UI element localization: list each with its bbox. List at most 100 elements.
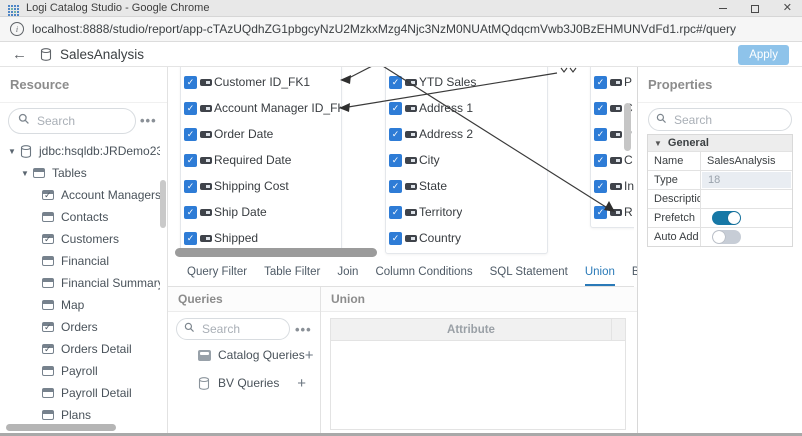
column-checkbox[interactable]: ✓	[594, 153, 607, 167]
column-row-shipped: ✓ Shipped	[181, 225, 341, 251]
tree-item-map[interactable]: Map	[0, 294, 160, 316]
field-icon	[200, 182, 212, 190]
resource-tree: ▼ jdbc:hsqldb:JRDemo2320 ▼Tables✓Account M…	[0, 140, 160, 426]
add-query-button[interactable]: +	[304, 346, 314, 364]
expand-caret-icon[interactable]: ▼	[21, 168, 29, 178]
add-query-button[interactable]: +	[297, 374, 306, 392]
column-checkbox[interactable]: ✓	[184, 127, 197, 141]
resource-vertical-scrollbar[interactable]	[160, 180, 166, 228]
tab-query-filter[interactable]: Query Filter	[187, 266, 248, 278]
page-title: SalesAnalysis	[60, 46, 145, 62]
field-icon	[610, 78, 622, 86]
property-row-prefetch: Prefetch	[648, 208, 792, 227]
column-checkbox[interactable]: ✓	[389, 75, 402, 89]
tree-item-financial[interactable]: Financial	[0, 250, 160, 272]
tree-item-plans[interactable]: Plans	[0, 404, 160, 426]
column-checkbox[interactable]: ✓	[594, 75, 607, 89]
field-icon	[405, 78, 417, 86]
auto-add-toggle[interactable]	[712, 230, 741, 244]
query-group-catalog-queries[interactable]: Catalog Queries+	[168, 343, 320, 367]
back-arrow-button[interactable]: ←	[12, 45, 27, 63]
column-checkbox[interactable]: ✓	[389, 127, 402, 141]
join-end-glyph	[560, 67, 577, 73]
properties-search-input[interactable]: Search	[648, 108, 792, 131]
tree-item-tables[interactable]: ▼Tables	[0, 162, 160, 184]
tree-item-account-managers[interactable]: ✓Account Managers	[0, 184, 160, 206]
tree-item-label: Orders	[61, 320, 98, 334]
queries-search-input[interactable]: Search	[176, 318, 290, 340]
description-value[interactable]	[701, 190, 792, 208]
window-title: Logi Catalog Studio - Google Chrome	[26, 2, 210, 14]
more-options-icon[interactable]: •••	[295, 322, 312, 337]
column-checkbox[interactable]: ✓	[389, 231, 402, 245]
tree-item-label: Payroll Detail	[61, 386, 132, 400]
tree-item-financial-summary[interactable]: Financial Summary	[0, 272, 160, 294]
column-checkbox[interactable]: ✓	[184, 231, 197, 245]
maximize-button[interactable]	[750, 4, 759, 13]
canvas-vertical-scrollbar[interactable]	[624, 103, 631, 151]
close-button[interactable]: ✕	[782, 2, 792, 14]
field-icon	[610, 182, 622, 190]
resource-search-input[interactable]: Search	[8, 108, 136, 134]
tree-item-orders[interactable]: ✓Orders	[0, 316, 160, 338]
table-icon	[42, 366, 54, 376]
tree-item-label: jdbc:hsqldb:JRDemo2320	[39, 144, 160, 158]
column-checkbox[interactable]: ✓	[594, 127, 607, 141]
column-checkbox[interactable]: ✓	[389, 179, 402, 193]
more-options-icon[interactable]: •••	[140, 113, 157, 128]
prefetch-toggle[interactable]	[712, 211, 741, 225]
union-extra-column	[612, 319, 625, 340]
column-checkbox[interactable]: ✓	[594, 101, 607, 115]
column-checkbox[interactable]: ✓	[389, 153, 402, 167]
column-checkbox[interactable]: ✓	[184, 179, 197, 193]
tab-union[interactable]: Union	[584, 260, 615, 286]
column-checkbox[interactable]: ✓	[389, 205, 402, 219]
name-value[interactable]: SalesAnalysis	[707, 155, 776, 167]
table-icon	[42, 212, 54, 222]
url-text[interactable]: localhost:8888/studio/report/app-cTAzUQd…	[32, 22, 737, 36]
column-row-p: ✓ P	[591, 69, 634, 95]
tree-item-payroll-detail[interactable]: Payroll Detail	[0, 382, 160, 404]
column-checkbox[interactable]: ✓	[594, 179, 607, 193]
properties-general-section[interactable]: ▼ General	[648, 135, 792, 151]
table-card: ✓ YTD Sales ✓ Address 1 ✓ Address 2 ✓ Ci…	[385, 67, 548, 254]
tab-column-conditions[interactable]: Column Conditions	[375, 266, 473, 278]
column-row-ship-date: ✓ Ship Date	[181, 199, 341, 225]
query-tab-bar: Query Filter Table Filter Join Column Condi…	[168, 260, 680, 287]
column-checkbox[interactable]: ✓	[184, 101, 197, 115]
field-icon	[405, 130, 417, 138]
tree-item-orders-detail[interactable]: ✓Orders Detail	[0, 338, 160, 360]
tree-item-jdbc-hsqldb-jrdemo2320[interactable]: ▼ jdbc:hsqldb:JRDemo2320	[0, 140, 160, 162]
column-row-r: ✓ R	[591, 199, 634, 225]
column-row-territory: ✓ Territory	[386, 199, 547, 225]
column-checkbox[interactable]: ✓	[184, 205, 197, 219]
tab-table-filter[interactable]: Table Filter	[264, 266, 321, 278]
canvas-horizontal-scrollbar[interactable]	[175, 248, 377, 257]
info-icon[interactable]: i	[10, 22, 24, 36]
column-checkbox[interactable]: ✓	[389, 101, 402, 115]
tab-join[interactable]: Join	[337, 266, 359, 278]
minimize-button[interactable]	[718, 8, 727, 9]
database-icon	[40, 47, 52, 61]
tab-sql-statement[interactable]: SQL Statement	[489, 266, 568, 278]
field-icon	[610, 104, 622, 112]
column-checkbox[interactable]: ✓	[184, 75, 197, 89]
column-checkbox[interactable]: ✓	[594, 205, 607, 219]
field-icon	[200, 156, 212, 164]
union-attribute-header: Attribute	[331, 319, 612, 340]
tree-item-payroll[interactable]: Payroll	[0, 360, 160, 382]
column-checkbox[interactable]: ✓	[184, 153, 197, 167]
tree-item-label: Financial Summary	[61, 276, 160, 290]
apply-button[interactable]: Apply	[738, 45, 789, 65]
expand-caret-icon[interactable]: ▼	[8, 146, 16, 156]
field-icon	[610, 156, 622, 164]
query-group-bv-queries[interactable]: BV Queries+	[168, 371, 320, 395]
catalog-queries-icon	[198, 349, 211, 361]
tree-item-contacts[interactable]: Contacts	[0, 206, 160, 228]
tree-item-customers[interactable]: ✓Customers	[0, 228, 160, 250]
field-icon	[200, 78, 212, 86]
resource-horizontal-scrollbar[interactable]	[6, 424, 116, 431]
